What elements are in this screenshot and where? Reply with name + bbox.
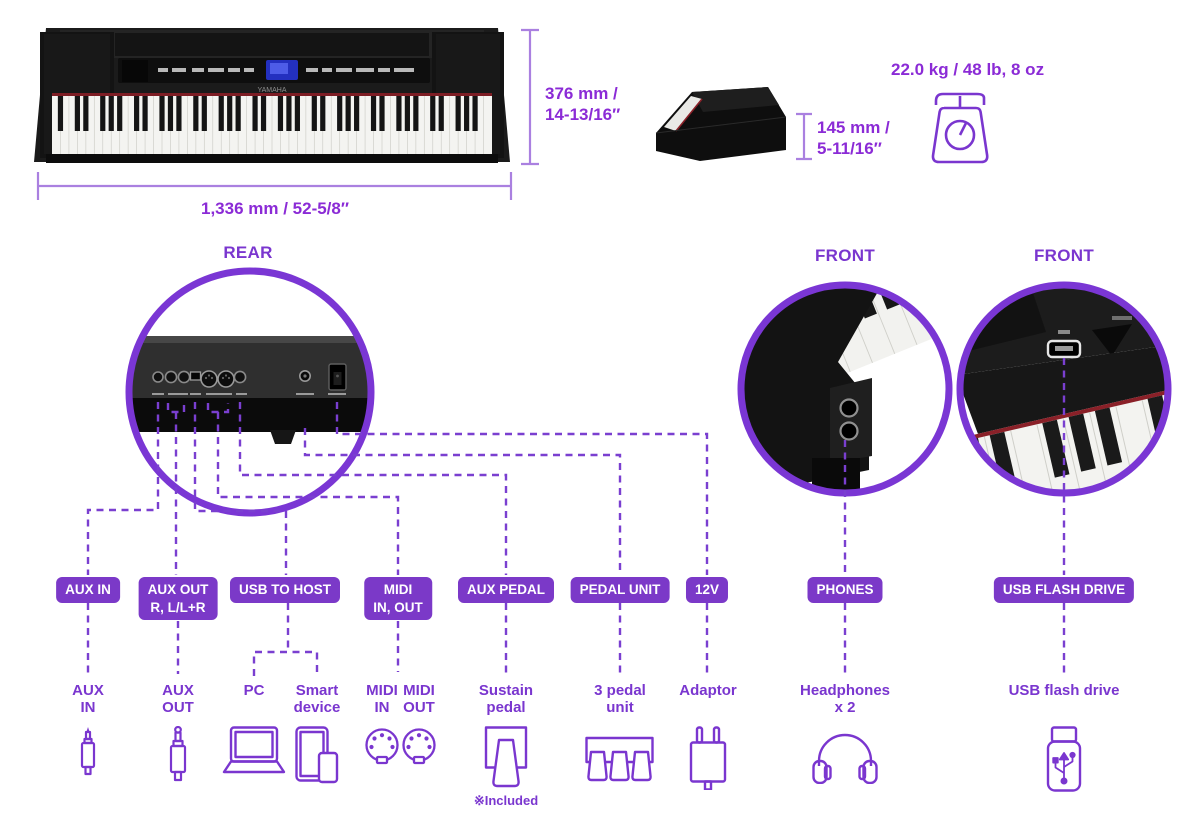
port-label-aux-in: AUX IN: [56, 577, 120, 603]
rear-circle-ring: [125, 267, 375, 517]
weight-label: 22.0 kg / 48 lb, 8 oz: [891, 60, 1045, 79]
dimension-lines: [36, 28, 812, 200]
midi-din-icon: [365, 728, 399, 765]
front-right-section-title: FRONT: [1033, 246, 1095, 265]
brand-logo: YAMAHA: [257, 87, 286, 94]
port-label-aux-pedal: AUX PEDAL: [457, 577, 555, 603]
port-label-usb-flash-drive: USB FLASH DRIVE: [993, 577, 1135, 603]
headphones-icon: [812, 733, 878, 784]
midi-din-icon: [402, 728, 436, 765]
device-adaptor: Adaptor: [663, 682, 753, 790]
laptop-icon: [222, 726, 286, 774]
front-left-section-title: FRONT: [814, 246, 876, 265]
port-label-pedal-unit: PEDAL UNIT: [570, 577, 670, 603]
rear-ports: [152, 363, 347, 391]
pedal-unit-icon: [585, 736, 654, 782]
device-usb-flash-drive: USB flash drive: [989, 682, 1139, 794]
rear-port-labels: [152, 393, 346, 395]
piano-front-photo: YAMAHA: [34, 28, 510, 163]
depth-dimension-label: 376 mm / 14-13/16″: [545, 84, 621, 124]
smart-device-icon: [295, 726, 339, 784]
rear-section-title: REAR: [223, 243, 273, 262]
sustain-pedal-icon: [484, 726, 528, 788]
adaptor-icon: [689, 726, 727, 790]
port-label-12v: 12V: [685, 577, 729, 603]
rear-panel-photo: [129, 336, 371, 444]
mini-jack-icon: [80, 727, 96, 776]
height-dimension-label: 145 mm / 5-11/16″: [817, 118, 890, 158]
piano-side-photo: [655, 87, 787, 161]
usb-flash-drive-icon: [1046, 726, 1082, 792]
device-pc: PC: [219, 682, 289, 782]
width-dimension-label: 1,336 mm / 52-5/8″: [200, 199, 350, 218]
port-label-phones: PHONES: [807, 577, 883, 603]
included-note: ※Included: [473, 793, 539, 808]
scale-icon: [931, 92, 989, 164]
connector-lines: [86, 358, 1066, 676]
port-label-usb-to-host: USB TO HOST: [229, 577, 341, 603]
front-usb-ring: [956, 281, 1172, 497]
quarter-jack-icon: [169, 726, 187, 782]
